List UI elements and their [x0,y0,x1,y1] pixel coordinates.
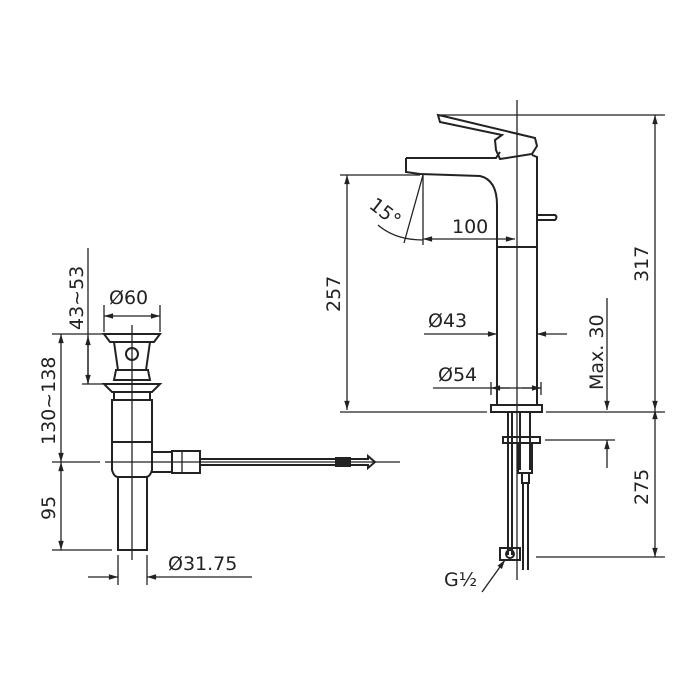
angle-label: 15° [365,194,405,232]
drain-tail-dia-label: Ø31.75 [168,553,237,575]
reach-label: 100 [452,216,488,238]
faucet-body [405,100,558,580]
total-height-label: 317 [631,246,653,282]
drain-dimensions [52,248,400,585]
pop-up-drain [101,325,377,560]
body-dia-label: Ø43 [428,310,467,332]
drain-pop-height-label: 43~53 [66,266,88,330]
base-dia-label: Ø54 [438,364,477,386]
thread-label: G½ [444,569,477,591]
drain-dia-top-label: Ø60 [109,287,148,309]
drain-body-height-label: 130~138 [38,357,60,445]
faucet-dimensions [340,114,665,593]
spout-height-label: 257 [323,276,345,312]
max-deck-label: Max. 30 [586,314,608,390]
drain-tail-height-label: 95 [38,496,60,520]
shank-length-label: 275 [631,469,653,505]
